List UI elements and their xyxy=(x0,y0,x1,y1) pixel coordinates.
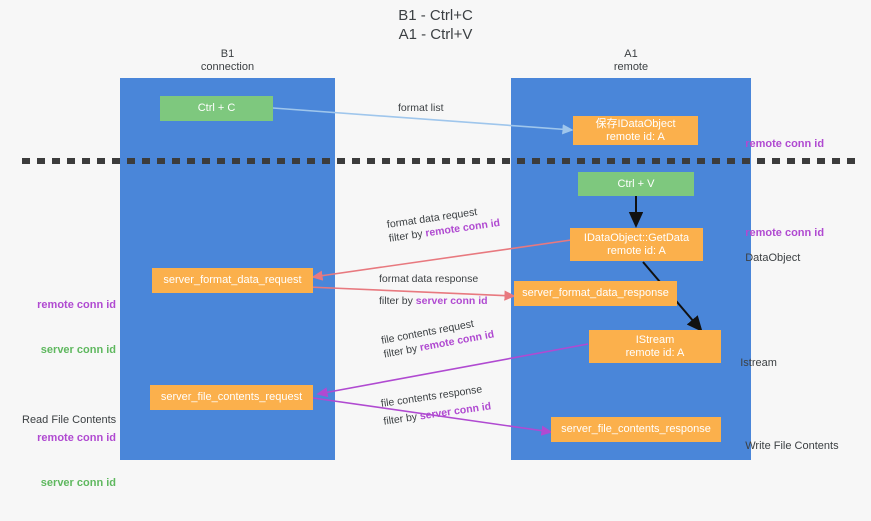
column-header-b1: B1 connection xyxy=(200,48,255,73)
diagram-canvas: B1 - Ctrl+C A1 - Ctrl+V B1 connection A1… xyxy=(22,7,860,489)
edge-label-format-list-line1: format list xyxy=(398,102,444,114)
annotation-remote-conn-id-top: remote conn id xyxy=(733,122,824,167)
node-server-file-contents-request-line1: server_file_contents_request xyxy=(160,391,303,403)
node-server-file-contents-request[interactable]: server_file_contents_request xyxy=(150,385,313,410)
node-ctrl-c-line1: Ctrl + C xyxy=(197,102,236,114)
node-server-file-contents-response-line1: server_file_contents_response xyxy=(561,423,711,435)
edge-label-file-contents-request: file contents request filter by remote c… xyxy=(380,314,495,362)
edge-label-format-data-request-prefix: filter by xyxy=(388,227,427,245)
annotation-left-conn-ids: remote conn id server conn id xyxy=(22,268,116,388)
annotation-dataobject-text: DataObject xyxy=(745,252,801,264)
node-server-format-data-request[interactable]: server_format_data_request xyxy=(152,268,313,293)
column-header-a1: A1 remote xyxy=(613,48,649,73)
node-save-idataobject-line2: remote id: A xyxy=(606,130,665,143)
annotation-remote-conn-id-mid-text: remote conn id xyxy=(745,227,825,239)
edge-label-format-data-response-line1: format data response xyxy=(379,273,479,285)
annotation-left-read-file-contents: Read File Contents xyxy=(22,383,116,458)
annotation-istream-text: Istream xyxy=(740,357,777,369)
node-ctrl-c[interactable]: Ctrl + C xyxy=(160,96,273,121)
node-ctrl-v[interactable]: Ctrl + V xyxy=(578,172,694,196)
node-server-format-data-response-line1: server_format_data_response xyxy=(522,287,669,299)
edge-label-file-contents-response: file contents response filter by server … xyxy=(380,382,492,429)
annotation-istream: Istream xyxy=(728,341,777,386)
node-istream-line2: remote id: A xyxy=(625,346,685,359)
annotation-left-read-file-contents-text: Read File Contents xyxy=(22,414,117,426)
annotation-remote-conn-id-mid: remote conn id xyxy=(733,211,824,256)
edge-label-file-contents-response-prefix: filter by xyxy=(382,410,421,428)
annotation-left-remote-conn-id-2: remote conn id xyxy=(37,432,116,444)
node-save-idataobject[interactable]: 保存IDataObject remote id: A xyxy=(573,116,698,145)
annotation-left-conn-ids-2: remote conn id server conn id xyxy=(22,401,116,521)
edge-label-format-list: format list xyxy=(398,101,444,115)
node-save-idataobject-line1: 保存IDataObject xyxy=(595,117,676,130)
node-idataobject-getdata-line2: remote id: A xyxy=(607,244,666,257)
annotation-write-file-contents: Write File Contents xyxy=(733,424,839,469)
edge-label-format-data-response-prefix: filter by xyxy=(379,295,416,307)
node-ctrl-v-line1: Ctrl + V xyxy=(617,177,655,190)
edge-label-format-data-request: format data request filter by remote con… xyxy=(386,202,501,246)
edge-label-format-data-response-line2: filter by server conn id xyxy=(379,294,488,308)
node-server-format-data-response[interactable]: server_format_data_response xyxy=(514,281,677,306)
node-server-file-contents-response[interactable]: server_file_contents_response xyxy=(551,417,721,442)
node-istream-line1: IStream xyxy=(635,333,675,346)
annotation-remote-conn-id-top-text: remote conn id xyxy=(745,138,825,150)
annotation-left-remote-conn-id: remote conn id xyxy=(37,299,116,311)
page-title: B1 - Ctrl+C A1 - Ctrl+V xyxy=(398,7,473,43)
annotation-write-file-contents-text: Write File Contents xyxy=(745,440,839,452)
edge-label-format-data-response: format data response filter by server co… xyxy=(379,272,488,308)
node-istream[interactable]: IStream remote id: A xyxy=(589,330,721,363)
annotation-left-server-conn-id: server conn id xyxy=(40,344,116,356)
annotation-left-server-conn-id-2: server conn id xyxy=(40,477,116,489)
node-idataobject-getdata[interactable]: IDataObject::GetData remote id: A xyxy=(570,228,703,261)
node-server-format-data-request-line1: server_format_data_request xyxy=(163,274,302,286)
edge-label-format-data-response-key: server conn id xyxy=(415,295,488,307)
annotation-dataobject: DataObject xyxy=(733,236,800,281)
node-idataobject-getdata-line1: IDataObject::GetData xyxy=(583,231,690,244)
